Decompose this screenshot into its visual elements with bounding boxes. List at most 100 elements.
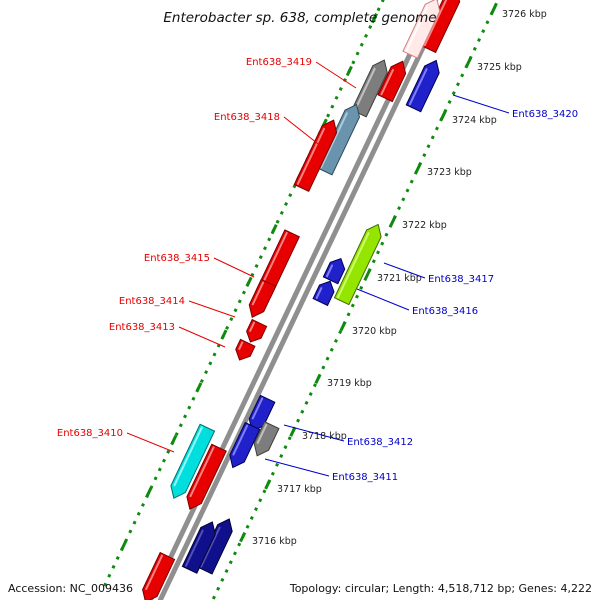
gene-arrow-ent638-3413[interactable] — [243, 318, 268, 346]
arrow-highlight — [325, 264, 334, 278]
ruler-tick-label: 3720 kbp — [352, 326, 397, 337]
gene-arrow[interactable] — [250, 421, 280, 460]
label-leader-line — [283, 424, 345, 442]
label-leader-line — [315, 61, 357, 89]
label-leader-line — [356, 288, 410, 311]
gene-arrow[interactable] — [183, 443, 227, 512]
gene-label-ent638-3415[interactable]: Ent638_3415 — [144, 253, 210, 264]
arrow-highlight — [173, 426, 203, 487]
gene-label-ent638-3420[interactable]: Ent638_3420 — [512, 109, 578, 120]
gene-label-ent638-3419[interactable]: Ent638_3419 — [246, 57, 312, 68]
arrow-highlight — [296, 127, 326, 185]
ruler-tick-label: 3725 kbp — [477, 62, 522, 73]
gene-arrow-ent638-3416[interactable] — [312, 278, 337, 307]
gene-label-ent638-3412[interactable]: Ent638_3412 — [347, 437, 413, 448]
arrow-highlight — [354, 67, 376, 111]
gene-arrow[interactable] — [420, 0, 464, 54]
arrow-highlight — [184, 529, 204, 567]
ruler-tick-label: 3723 kbp — [427, 167, 472, 178]
gene-arrow-ent638-3418[interactable] — [293, 117, 341, 192]
label-leader-line — [213, 257, 255, 278]
arrow-highlight — [337, 232, 370, 299]
arrow-highlight — [251, 281, 265, 306]
gene-arrow[interactable] — [402, 0, 444, 59]
arrow-body — [405, 59, 440, 113]
arrow-body — [322, 257, 346, 285]
ruler-dotted-line-right — [211, 0, 500, 600]
gene-label-ent638-3414[interactable]: Ent638_3414 — [119, 296, 185, 307]
gene-label-ent638-3411[interactable]: Ent638_3411 — [332, 472, 398, 483]
arrow-highlight — [238, 341, 244, 350]
arrow-body — [142, 551, 176, 600]
label-leader-line — [126, 432, 175, 453]
arrow-highlight — [189, 446, 215, 498]
arrow-highlight — [232, 424, 249, 456]
label-leader-line — [264, 458, 330, 477]
arrow-body — [293, 119, 338, 192]
arrow-highlight — [380, 68, 395, 96]
arrow-highlight — [251, 397, 264, 420]
arrow-body — [170, 423, 216, 499]
gene-arrow-ent638-3411[interactable] — [226, 421, 261, 471]
ruler-dotted-line-left — [100, 0, 385, 592]
gene-arrow[interactable] — [232, 338, 256, 363]
arrow-body — [333, 223, 382, 306]
arrow-highlight — [320, 112, 348, 169]
label-leader-line — [452, 94, 510, 114]
gene-arrow-ent638-3419[interactable] — [351, 57, 392, 118]
ruler-tick-label: 3726 kbp — [502, 9, 547, 20]
ruler-tick-label: 3716 kbp — [252, 536, 297, 547]
label-leader-line — [383, 262, 426, 279]
ruler-tick-label: 3721 kbp — [377, 273, 422, 284]
arrow-highlight — [145, 554, 164, 591]
arrow-body — [377, 60, 407, 103]
map-title: Enterobacter sp. 638, complete genome — [163, 10, 436, 26]
ruler-tick-label: 3722 kbp — [402, 220, 447, 231]
arrow-highlight — [256, 423, 268, 444]
gene-arrow[interactable] — [377, 58, 410, 103]
arrow-body — [181, 521, 216, 574]
gene-label-ent638-3416[interactable]: Ent638_3416 — [412, 306, 478, 317]
arrow-body — [246, 318, 268, 343]
gene-arrow[interactable] — [316, 101, 364, 176]
gene-arrow-ent638-3410[interactable] — [167, 423, 216, 501]
gene-label-ent638-3418[interactable]: Ent638_3418 — [214, 112, 280, 123]
arrow-body — [248, 278, 277, 318]
arrow-body — [351, 59, 388, 118]
arrow-body — [186, 443, 227, 510]
label-leader-line — [178, 326, 226, 348]
gene-arrow-ent638-3420[interactable] — [405, 57, 443, 113]
gene-arrow-ent638-3414[interactable] — [245, 278, 277, 320]
accession-text: Accession: NC_009436 — [8, 582, 133, 595]
gene-label-ent638-3417[interactable]: Ent638_3417 — [428, 274, 494, 285]
arrow-body — [312, 280, 335, 307]
arrow-highlight — [405, 6, 429, 52]
gene-arrow[interactable] — [138, 551, 176, 600]
gene-arrow[interactable] — [322, 255, 348, 285]
arrow-highlight — [249, 321, 256, 332]
arrow-body — [253, 421, 280, 457]
arrow-highlight — [408, 68, 428, 106]
arrow-body — [235, 338, 256, 361]
gene-label-ent638-3413[interactable]: Ent638_3413 — [109, 322, 175, 333]
label-leader-line — [283, 116, 323, 148]
arrow-highlight — [315, 287, 323, 300]
ruler-major-ticks-right — [239, 4, 497, 543]
gene-arrow-ent638-3417[interactable] — [333, 221, 385, 306]
ruler-tick-label: 3718 kbp — [302, 431, 347, 442]
arrow-highlight — [200, 526, 221, 568]
gene-label-ent638-3410[interactable]: Ent638_3410 — [57, 428, 123, 439]
arrow-body — [316, 103, 361, 176]
arrow-body — [402, 0, 441, 59]
gene-arrow[interactable] — [181, 518, 219, 574]
ruler-tick-label: 3724 kbp — [452, 115, 497, 126]
label-leader-line — [188, 300, 236, 318]
arrow-body — [229, 421, 261, 469]
ruler-tick-label: 3719 kbp — [327, 378, 372, 389]
arrow-highlight — [423, 0, 449, 47]
genome-stats-text: Topology: circular; Length: 4,518,712 bp… — [289, 582, 592, 595]
arrow-body — [420, 0, 461, 54]
genome-track-line-right — [157, 0, 449, 600]
